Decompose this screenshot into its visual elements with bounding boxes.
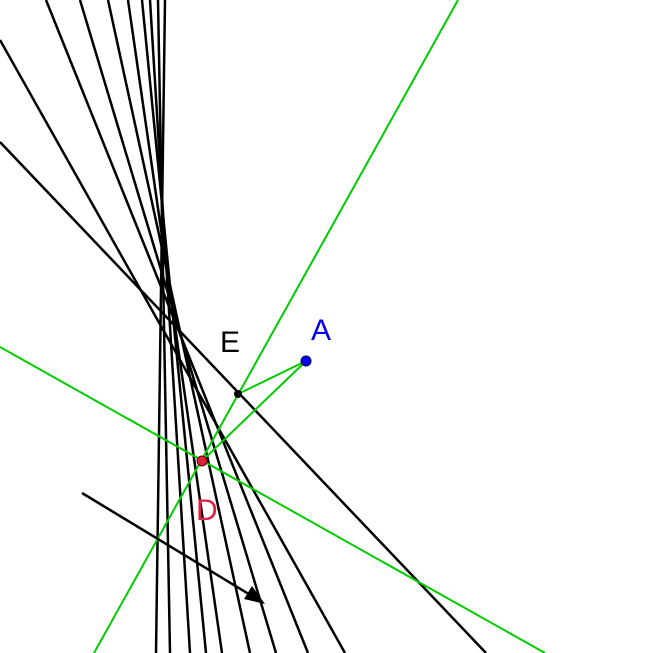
vector-arrow[interactable] xyxy=(81,491,265,604)
envelope-lines xyxy=(0,0,487,653)
segment-A-D[interactable] xyxy=(201,360,307,462)
point-A[interactable] xyxy=(300,355,312,367)
envelope-line[interactable] xyxy=(0,39,347,653)
point-E[interactable] xyxy=(234,390,242,398)
segment-A-E[interactable] xyxy=(237,360,307,395)
label-E: E xyxy=(220,326,240,359)
line-through-E[interactable] xyxy=(93,0,459,653)
arrow-head-icon xyxy=(244,586,265,604)
vector-shaft xyxy=(81,491,258,601)
label-D: D xyxy=(196,494,218,527)
envelope-line[interactable] xyxy=(0,141,487,653)
line-through-D[interactable] xyxy=(0,346,546,653)
label-A: A xyxy=(311,314,331,347)
point-D[interactable] xyxy=(196,455,208,467)
envelope-line[interactable] xyxy=(148,0,192,653)
construction-lines xyxy=(0,0,546,653)
